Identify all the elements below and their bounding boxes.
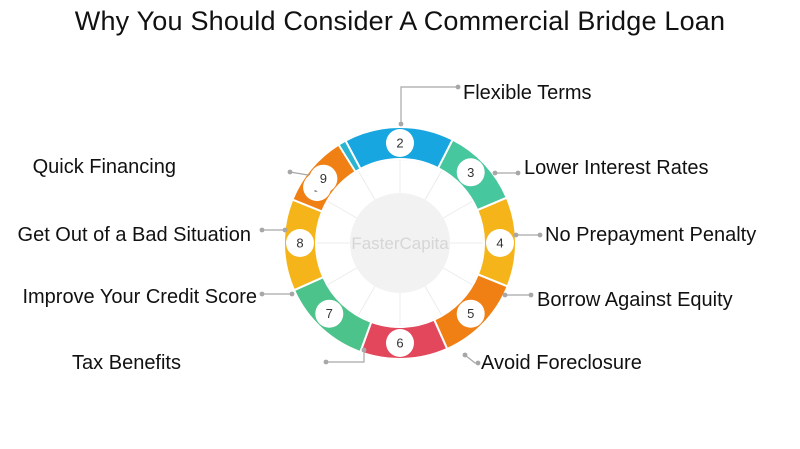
connector-dot: [515, 170, 521, 176]
label-lower-interest-rates: Lower Interest Rates: [524, 157, 709, 179]
connector-dot: [323, 359, 329, 365]
connector-dot: [475, 360, 481, 366]
page-title: Why You Should Consider A Commercial Bri…: [74, 6, 726, 36]
connector-dot: [502, 292, 508, 298]
connector-dot: [259, 227, 265, 233]
connector-dot: [259, 291, 265, 297]
number-badge-9: [309, 164, 338, 193]
label-quick-financing: Quick Financing: [32, 156, 176, 178]
label-get-out-of-a-bad-situation: Get Out of a Bad Situation: [17, 224, 251, 246]
label-no-prepayment-penalty: No Prepayment Penalty: [545, 224, 757, 246]
label-flexible-terms: Flexible Terms: [463, 82, 592, 104]
number-badge-4: [486, 229, 514, 257]
connector-dot: [492, 170, 498, 176]
number-badge-text-9: 9: [320, 171, 327, 186]
label-improve-your-credit-score: Improve Your Credit Score: [22, 286, 257, 308]
number-badge-text-3: 3: [467, 165, 474, 180]
connector-dot: [455, 84, 461, 90]
connector-dot: [537, 232, 543, 238]
number-badge-8: [286, 229, 314, 257]
watermark-text: FasterCapita: [351, 234, 449, 253]
label-tax-benefits: Tax Benefits: [72, 352, 181, 374]
watermark: FasterCapita: [350, 193, 450, 293]
connector-dot: [528, 292, 534, 298]
number-badge-5: [456, 299, 485, 328]
connector-dot: [462, 352, 468, 358]
connector-dot: [282, 227, 288, 233]
connector-line-7: [326, 350, 365, 363]
number-badge-2: [386, 129, 414, 157]
number-badge-text-4: 4: [496, 236, 503, 251]
connector-dot: [398, 121, 404, 127]
number-badge-text-8: 8: [296, 236, 303, 251]
number-badge-text-5: 5: [467, 306, 474, 321]
number-badges: 123456789: [286, 129, 514, 357]
connector-dot: [361, 347, 367, 353]
connector-dot: [513, 232, 519, 238]
number-badge-7: [315, 299, 344, 328]
number-badge-text-7: 7: [326, 306, 333, 321]
label-borrow-against-equity: Borrow Against Equity: [537, 289, 733, 311]
number-badge-3: [456, 158, 485, 187]
label-avoid-foreclosure: Avoid Foreclosure: [481, 352, 642, 374]
number-badge-text-2: 2: [396, 136, 403, 151]
number-badge-6: [386, 329, 414, 357]
connector-dot: [287, 169, 293, 175]
number-badge-text-6: 6: [396, 336, 403, 351]
connector-line-2: [400, 86, 458, 124]
connector-dot: [289, 291, 295, 297]
